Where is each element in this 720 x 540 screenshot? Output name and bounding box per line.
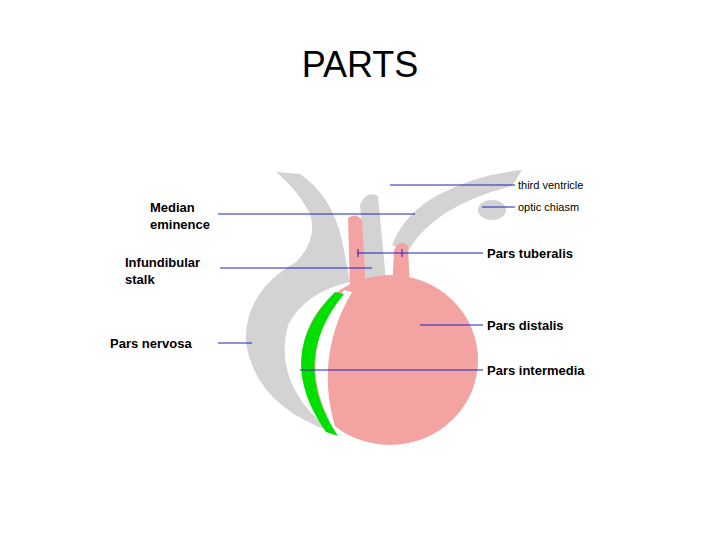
pars-distalis-shape: [302, 275, 478, 445]
slide-title: PARTS: [0, 44, 720, 86]
part-label: Infundibular stalk: [125, 254, 220, 288]
part-label: Pars intermedia: [487, 362, 585, 379]
part-label: Pars distalis: [487, 317, 564, 334]
optic-chiasm-shape: [478, 200, 506, 220]
part-label: Pars tuberalis: [487, 245, 573, 262]
part-label: third ventricle: [518, 177, 583, 194]
part-label: Median eminence: [150, 199, 222, 233]
part-label: optic chiasm: [518, 199, 579, 216]
leader-lines: [218, 185, 515, 370]
pars-intermedia-shape: [301, 292, 344, 436]
hypothalamus-floor-shape: [392, 170, 522, 252]
part-label: Pars nervosa: [110, 335, 192, 352]
